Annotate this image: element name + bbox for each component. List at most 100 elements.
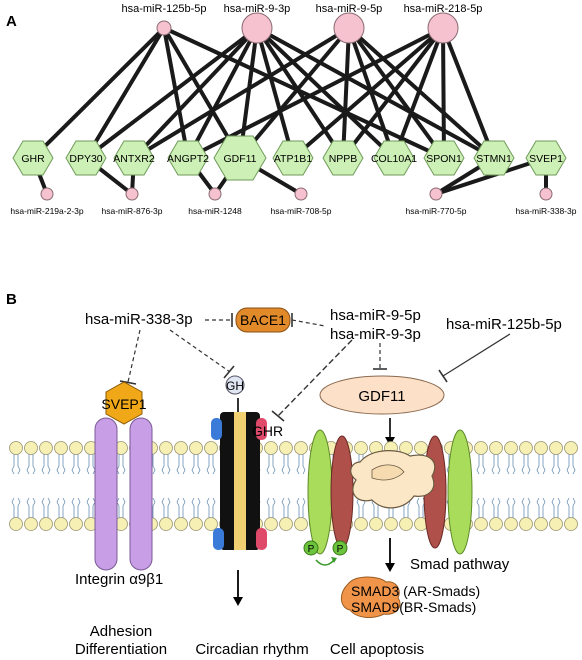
lipid-head xyxy=(54,517,68,531)
lipid-tail xyxy=(116,497,126,518)
lipid-tail xyxy=(56,454,66,475)
line-mir338-gh xyxy=(169,329,231,373)
lipid-head xyxy=(39,517,53,531)
line-mir338-svep1 xyxy=(127,329,141,383)
lipid-tail xyxy=(26,497,36,518)
lipid-head xyxy=(54,441,68,455)
arrowhead-smad xyxy=(385,563,395,572)
mirna-node-hsa-miR-9-3p xyxy=(241,12,273,44)
gene-node-GDF11 xyxy=(213,135,267,181)
gene-label-STMN1: STMN1 xyxy=(476,153,512,165)
lipid-tail xyxy=(176,497,186,518)
arrowhead-ghr-circadian xyxy=(233,597,243,606)
lipid-head xyxy=(189,517,203,531)
lipid-tail xyxy=(56,497,66,518)
mirna-node-hsa-miR-770-5p xyxy=(429,187,443,201)
lipid-head xyxy=(474,517,488,531)
edge-top-1-gene-5 xyxy=(255,26,295,160)
lipid-tail xyxy=(551,497,561,518)
lipid-head xyxy=(174,441,188,455)
lipid-head xyxy=(189,441,203,455)
lipid-head xyxy=(69,517,83,531)
gene-node-GHR xyxy=(12,140,54,176)
lipid-head xyxy=(534,517,548,531)
lipid-tail xyxy=(86,497,96,518)
lipid-tail xyxy=(71,497,81,518)
edge-top-1-gene-6 xyxy=(255,26,345,160)
edge-top-1-gene-1 xyxy=(84,26,259,160)
gdf11-receptor-complex xyxy=(307,429,473,555)
lipid-tail xyxy=(206,454,216,475)
edge-bottom-4-gene-10 xyxy=(434,156,548,196)
lipid-tail xyxy=(161,497,171,518)
downstream-arrows xyxy=(237,538,391,600)
label-mir-9-3p: hsa-miR-9-3p xyxy=(330,326,421,343)
label-smad-pathway: Smad pathway xyxy=(410,556,510,573)
mirna-node-hsa-miR-218-5p xyxy=(427,12,459,44)
gene-node-SPON1 xyxy=(423,140,465,176)
tbar-gh xyxy=(223,365,235,379)
ghr-receptor xyxy=(211,412,267,550)
gene-node-COL10A1 xyxy=(373,140,415,176)
mirna-label-hsa-miR-338-3p: hsa-miR-338-3p xyxy=(516,206,577,216)
gene-node-STMN1 xyxy=(473,140,515,176)
mirna-label-hsa-miR-9-5p: hsa-miR-9-5p xyxy=(316,3,383,15)
lipid-tail xyxy=(566,454,576,475)
lipid-tail xyxy=(536,497,546,518)
lipid-tail xyxy=(41,497,51,518)
gene-label-GHR: GHR xyxy=(21,153,45,165)
gene-node-ANTXR2 xyxy=(113,140,155,176)
lipid-head xyxy=(9,441,23,455)
gene-label-NPPB: NPPB xyxy=(329,153,358,165)
mirna-label-hsa-miR-219a-2-3p: hsa-miR-219a-2-3p xyxy=(10,206,83,216)
label-gdf11: GDF11 xyxy=(358,388,405,405)
lipid-tail xyxy=(176,454,186,475)
lipid-head xyxy=(504,441,518,455)
lipid-head xyxy=(519,441,533,455)
lipid-head xyxy=(264,517,278,531)
lipid-head xyxy=(159,517,173,531)
lipid-tail xyxy=(191,497,201,518)
lipid-head xyxy=(354,517,368,531)
mirna-node-hsa-miR-876-3p xyxy=(125,187,139,201)
lipid-tail xyxy=(281,497,291,518)
edge-top-1-gene-2 xyxy=(132,26,259,160)
lipid-tail xyxy=(71,454,81,475)
edge-top-3-gene-5 xyxy=(291,26,445,160)
label-bace1: BACE1 xyxy=(240,312,286,328)
lipid-tail xyxy=(521,454,531,475)
phosphorylation-sites: P P xyxy=(303,540,348,566)
gene-label-GDF11: GDF11 xyxy=(223,153,256,165)
lipid-tail xyxy=(86,454,96,475)
bace1-shape xyxy=(235,307,291,333)
lipid-head xyxy=(24,517,38,531)
label-svep1: SVEP1 xyxy=(101,396,146,412)
edge-top-2-gene-4 xyxy=(238,26,351,160)
edge-top-2-gene-6 xyxy=(341,26,351,160)
lipid-tail xyxy=(296,497,306,518)
lipid-head xyxy=(159,441,173,455)
lipid-head xyxy=(39,441,53,455)
lipid-tail xyxy=(266,497,276,518)
gh-ligand xyxy=(225,375,245,395)
lipid-tail xyxy=(551,454,561,475)
integrin-receptor xyxy=(94,417,153,571)
lipid-tail xyxy=(191,454,201,475)
lipid-head xyxy=(24,441,38,455)
mirna-label-hsa-miR-876-3p: hsa-miR-876-3p xyxy=(102,206,163,216)
edge-top-1-gene-9 xyxy=(255,26,496,160)
lipid-tail xyxy=(266,454,276,475)
lipid-head xyxy=(519,517,533,531)
lipid-tail xyxy=(506,497,516,518)
edge-top-3-gene-9 xyxy=(441,26,496,160)
mirna-node-hsa-miR-219a-2-3p xyxy=(40,187,54,201)
inhibition-lines xyxy=(119,313,511,422)
tbar-gdf11-right xyxy=(438,369,448,383)
gene-label-SVEP1: SVEP1 xyxy=(529,153,563,165)
label-smad9: SMAD9(BR-Smads) xyxy=(351,599,476,615)
label-circadian-rhythm: Circadian rhythm xyxy=(195,641,308,658)
lipid-tail xyxy=(476,497,486,518)
svep1-shape xyxy=(105,381,143,425)
edge-top-3-gene-6 xyxy=(341,26,445,160)
